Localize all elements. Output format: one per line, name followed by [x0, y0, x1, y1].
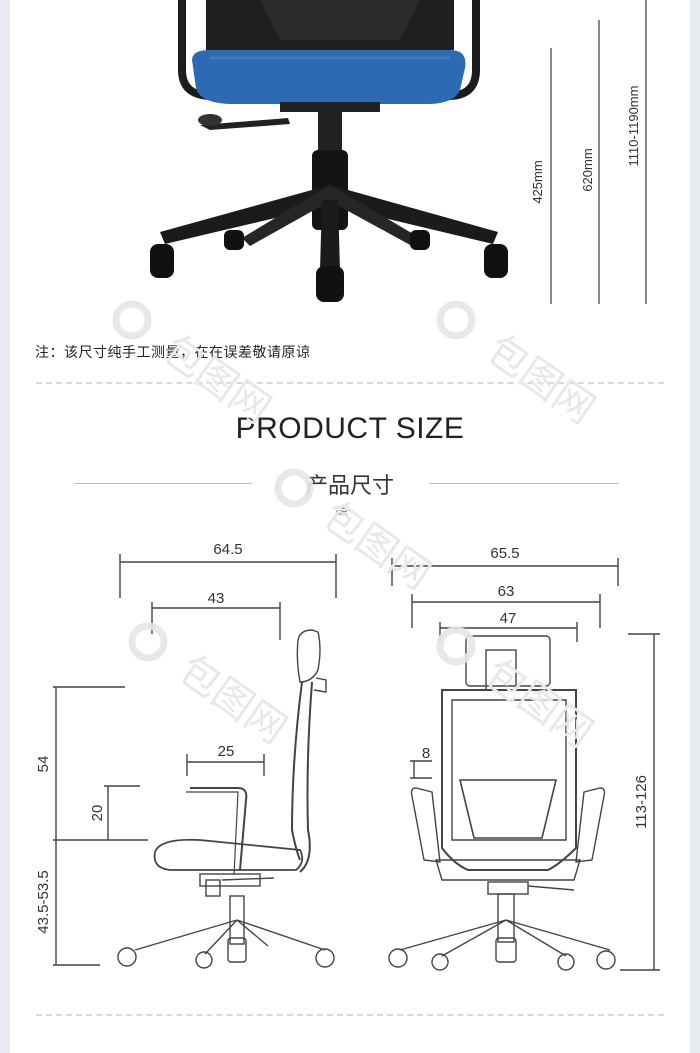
left-frame-band	[0, 0, 10, 1053]
side-backrest	[290, 681, 303, 861]
front-gas-lift	[497, 893, 515, 943]
dim-label-1110-1190: 1110-1190mm	[626, 86, 641, 167]
right-frame-band	[690, 0, 700, 1053]
side-seat	[153, 838, 304, 871]
label-side-seat: 43	[208, 590, 225, 607]
dim-label-425: 425mm	[530, 160, 545, 203]
chair-photo: 425mm 620mm 1110-1190mm	[150, 0, 647, 304]
seat-cushion	[192, 50, 466, 104]
label-armrest-height: 20	[89, 805, 106, 822]
base-leg	[320, 200, 340, 270]
label-armrest-gap: 8	[422, 745, 430, 762]
label-headrest: 47	[500, 610, 517, 627]
measurement-note: 注：该尺寸纯手工测量，在在误差敬请原谅	[35, 345, 311, 361]
subtitle-rule-left	[74, 483, 252, 484]
label-seat-height: 43.5-53.5	[35, 870, 52, 933]
base-leg	[242, 185, 332, 246]
gas-lift	[318, 110, 342, 152]
size-diagram: 64.5 43 25 54 20 43.5-53.5 65.5 63 47 8 …	[35, 541, 660, 971]
side-headrest	[296, 629, 321, 683]
front-left-armrest	[410, 787, 441, 863]
label-front-arm: 63	[498, 583, 515, 600]
section-title: PRODUCT SIZE	[235, 412, 465, 445]
base-leg	[160, 185, 330, 244]
section-divider-bottom	[36, 1014, 664, 1016]
front-right-armrest	[575, 787, 606, 863]
scroll-chevron-icon: ≋	[334, 501, 350, 522]
hero-photo-area: 425mm 620mm 1110-1190mm	[10, 0, 690, 380]
side-armrest	[190, 787, 248, 871]
side-gas-lift	[229, 895, 245, 945]
base-leg	[328, 185, 420, 246]
subtitle-rule-right	[430, 483, 618, 484]
label-side-overall: 64.5	[213, 541, 242, 558]
section-divider-top	[36, 382, 664, 384]
casters	[150, 230, 508, 302]
label-total-height: 113-126	[633, 775, 650, 829]
label-armrest-width: 25	[218, 743, 235, 760]
base-leg	[330, 185, 498, 244]
front-headrest	[465, 635, 551, 687]
label-back-height: 54	[35, 756, 52, 773]
section-subtitle: 产品尺寸	[305, 474, 394, 499]
label-front-overall: 65.5	[490, 545, 519, 562]
front-backrest	[441, 689, 577, 871]
height-lever	[200, 118, 290, 130]
dim-label-620: 620mm	[580, 148, 595, 191]
